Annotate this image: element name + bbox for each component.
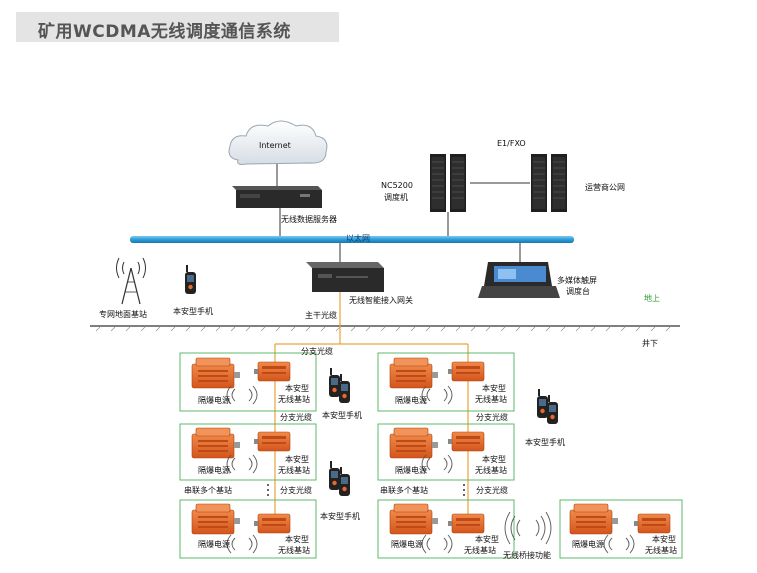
right-column-equipment	[389, 357, 485, 554]
touch-console-icon	[478, 262, 560, 298]
bs-label-l2b: 无线基站	[278, 466, 310, 475]
internet-cloud-icon	[228, 120, 328, 165]
power-label-r3: 隔爆电源	[391, 540, 423, 549]
wireless-bridge-icon	[504, 511, 552, 545]
phone-label-top: 本安型手机	[173, 307, 213, 316]
cascade-label-l: 串联多个基站	[184, 486, 232, 495]
underground-phones	[329, 368, 558, 496]
internet-label: Internet	[259, 141, 291, 150]
branch-fiber-label-l3: 分支光缆	[280, 486, 312, 495]
ethernet-label: 以太网	[346, 234, 370, 243]
phone-label-r1: 本安型手机	[525, 438, 565, 447]
fiber-lines	[274, 292, 469, 514]
operator-network-label: 运营商公网	[585, 183, 625, 192]
page-title: 矿用WCDMA无线调度通信系统	[38, 22, 291, 42]
wireless-data-server-icon	[232, 186, 322, 208]
ground-station-tower-icon	[116, 257, 146, 305]
cascade-label-r: 串联多个基站	[380, 486, 428, 495]
bs-label-r1b: 无线基站	[475, 395, 507, 404]
bs-label-l3b: 无线基站	[278, 546, 310, 555]
power-label-r2: 隔爆电源	[395, 466, 427, 475]
power-label-fr: 隔爆电源	[572, 540, 604, 549]
power-label-l3: 隔爆电源	[198, 540, 230, 549]
e1fxo-label: E1/FXO	[497, 139, 526, 148]
nc5200-label: NC5200	[381, 181, 413, 190]
server-label: 无线数据服务器	[281, 215, 337, 224]
bs-label-frb: 无线基站	[645, 546, 677, 555]
ground-station-label: 专网地面基站	[99, 310, 147, 319]
bs-label-r1a: 本安型	[482, 384, 506, 393]
cascade-dots	[267, 484, 465, 496]
branch-fiber-label-r3: 分支光缆	[476, 486, 508, 495]
station-boxes	[179, 352, 683, 559]
phone-label-l1: 本安型手机	[322, 411, 362, 420]
operator-network-icon	[530, 153, 568, 213]
title-bar	[16, 12, 339, 42]
branch-fiber-label-1: 分支光缆	[301, 347, 333, 356]
bs-label-r2a: 本安型	[482, 455, 506, 464]
access-gateway-icon	[306, 262, 384, 292]
ethernet-bar	[130, 236, 574, 243]
bs-label-r3b: 无线基站	[464, 546, 496, 555]
console-label-1: 多媒体触屏	[557, 276, 597, 285]
bs-label-l1a: 本安型	[285, 384, 309, 393]
bs-label-r3a: 本安型	[475, 535, 499, 544]
dispatcher-label: 调度机	[384, 193, 408, 202]
power-label-l2: 隔爆电源	[198, 466, 230, 475]
underground-label: 井下	[642, 339, 658, 348]
gateway-label: 无线智能接入网关	[349, 296, 413, 305]
console-label-2: 调度台	[566, 287, 590, 296]
wireless-bridge-label: 无线桥接功能	[503, 551, 551, 560]
branch-fiber-label-l2: 分支光缆	[280, 413, 312, 422]
nc5200-dispatcher-icon	[429, 153, 467, 213]
bs-label-l3a: 本安型	[285, 535, 309, 544]
bs-label-l2a: 本安型	[285, 455, 309, 464]
phone-label-l2: 本安型手机	[320, 512, 360, 521]
bs-label-fra: 本安型	[652, 535, 676, 544]
bs-label-l1b: 无线基站	[278, 395, 310, 404]
power-label-r1: 隔爆电源	[395, 396, 427, 405]
branch-fiber-label-r2: 分支光缆	[476, 413, 508, 422]
power-label-l1: 隔爆电源	[198, 396, 230, 405]
bs-label-r2b: 无线基站	[475, 466, 507, 475]
main-fiber-label: 主干光缆	[305, 311, 337, 320]
intrinsic-phone-icon	[185, 265, 196, 294]
aboveground-label: 地上	[644, 294, 660, 303]
